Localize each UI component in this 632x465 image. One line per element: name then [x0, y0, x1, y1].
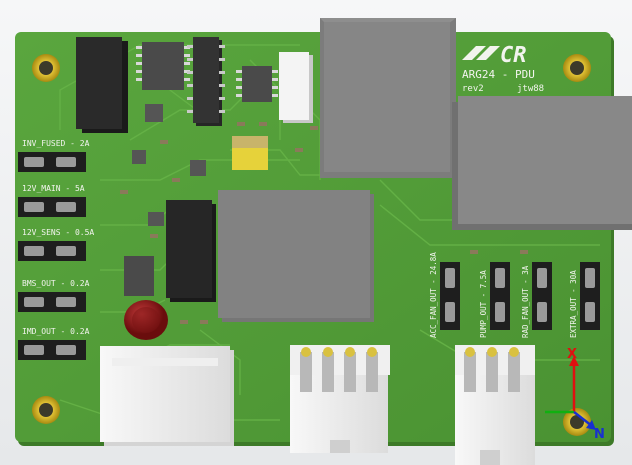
right-output-3: EXTRA_OUT - 30A [569, 262, 600, 338]
left-output-4: IMD_OUT - 0.2A [18, 327, 90, 360]
right-output-2: RAD_FAN_OUT - 3A [521, 262, 552, 338]
right-output-0: ACC_FAN_OUT - 24.8A [429, 252, 460, 338]
axis-gizmo: X N [545, 347, 605, 442]
board-revision: rev2 [462, 84, 484, 94]
left-output-0: INV_FUSED - 2A [18, 139, 90, 172]
small-ic-3 [190, 160, 206, 176]
dip-chip-top [187, 37, 225, 126]
terminal-pin [445, 302, 455, 322]
right-output-label: ACC_FAN_OUT - 24.8A [429, 252, 438, 338]
small-ic-4 [148, 212, 164, 226]
left-output-label: 12V_SENS - 0.5A [22, 228, 94, 237]
black-relay-left [76, 37, 128, 133]
terminal-pin [445, 268, 455, 288]
regulator-ic [124, 256, 154, 296]
right-output-label: EXTRA_OUT - 30A [569, 270, 578, 338]
terminal-pin [585, 302, 595, 322]
left-output-1: 12V_MAIN - 5A [18, 184, 86, 217]
right-output-label: RAD_FAN_OUT - 3A [521, 265, 530, 338]
white-connector-bottom-left [100, 346, 234, 446]
terminal-pin [495, 302, 505, 322]
terminal-pin [537, 302, 547, 322]
relay-large-center [218, 190, 374, 322]
left-output-label: 12V_MAIN - 5A [22, 184, 85, 193]
right-terminal-blocks: ACC_FAN_OUT - 24.8A PUMP_OUT - 7.5A RAD_FA… [429, 252, 600, 338]
terminal-pin [24, 246, 44, 256]
terminal-pin [56, 246, 76, 256]
relay-large-top [320, 18, 456, 178]
board-title: ARG24 - PDU [462, 68, 535, 81]
terminal-pin [24, 345, 44, 355]
terminal-pin [56, 157, 76, 167]
ic-soic-right [236, 66, 278, 102]
left-output-label: IMD_OUT - 0.2A [22, 327, 90, 336]
fuse-component [232, 136, 268, 170]
terminal-pin [56, 345, 76, 355]
small-ic-2 [132, 150, 146, 164]
white-connector-top [279, 52, 313, 123]
terminal-pin [495, 268, 505, 288]
header-connector-bottom-right [455, 345, 535, 465]
team-logo: CR [462, 43, 527, 68]
header-connector-bottom-center [290, 345, 390, 453]
black-relay-center [166, 200, 216, 302]
right-output-label: PUMP_OUT - 7.5A [479, 270, 488, 338]
terminal-pin [585, 268, 595, 288]
left-output-label: INV_FUSED - 2A [22, 139, 90, 148]
terminal-pin [24, 202, 44, 212]
right-output-1: PUMP_OUT - 7.5A [479, 262, 510, 338]
terminal-pin [24, 157, 44, 167]
left-output-2: 12V_SENS - 0.5A [18, 228, 94, 261]
terminal-pin [56, 202, 76, 212]
mounting-hole-tr [563, 54, 591, 82]
small-ic-1 [145, 104, 163, 122]
mounting-hole-tl [32, 54, 60, 82]
terminal-pin [56, 297, 76, 307]
logo-text: CR [500, 43, 527, 68]
terminal-pin [24, 297, 44, 307]
left-output-3: BMS_OUT - 0.2A [18, 279, 90, 312]
ic-soic-top [136, 42, 190, 90]
board-author: jtw88 [517, 84, 544, 94]
relay-large-right [452, 96, 632, 230]
axis-z-label: N [594, 427, 605, 442]
left-terminal-blocks: INV_FUSED - 2A 12V_MAIN - 5A 12V_SENS - 0.… [18, 139, 94, 360]
passive-components [120, 122, 528, 324]
left-output-label: BMS_OUT - 0.2A [22, 279, 90, 288]
axis-x-label: X [567, 347, 577, 362]
mounting-hole-bl [32, 396, 60, 424]
electrolytic-capacitor [124, 300, 168, 340]
terminal-pin [537, 268, 547, 288]
